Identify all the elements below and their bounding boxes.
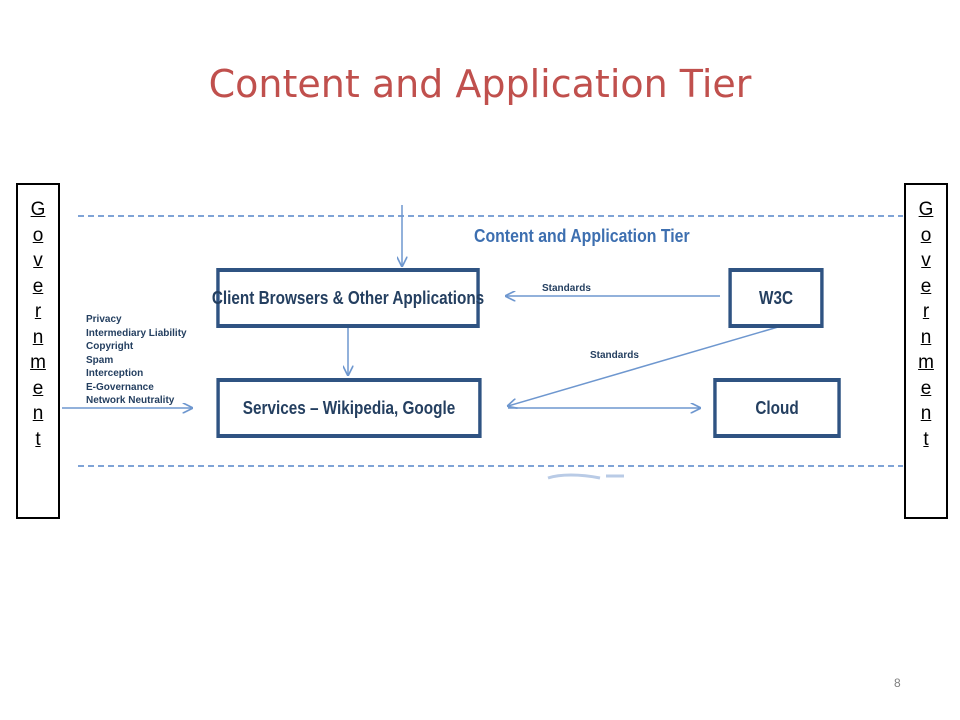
- government-letter: m: [918, 352, 934, 373]
- government-letter: t: [923, 428, 929, 450]
- government-letter: v: [33, 250, 43, 271]
- cloud-box: Cloud: [713, 378, 841, 438]
- government-letter: n: [920, 403, 932, 424]
- issue-item: E-Governance: [86, 381, 154, 393]
- government-letter: m: [30, 352, 46, 373]
- issue-item: Spam: [86, 354, 114, 366]
- issue-item: Interception: [86, 368, 144, 379]
- page-number: 8: [894, 676, 901, 690]
- government-letter: e: [920, 377, 932, 399]
- government-box-left: G o v e r n m e n t: [16, 183, 60, 519]
- government-letter: n: [32, 403, 44, 424]
- standards-label-top: Standards: [542, 283, 591, 294]
- government-letter: n: [32, 326, 44, 348]
- government-box-right: G o v e r n m e n t: [904, 183, 948, 519]
- government-letter: e: [32, 377, 44, 399]
- services-box: Services – Wikipedia, Google: [216, 378, 482, 438]
- government-letter: v: [921, 250, 931, 271]
- arrow-w3c-to-services: [508, 326, 779, 406]
- government-letter: G: [918, 199, 934, 220]
- w3c-label: W3C: [759, 287, 793, 308]
- government-letter: r: [922, 301, 930, 322]
- issue-item: Copyright: [86, 341, 134, 352]
- policy-issues-list: Privacy Intermediary Liability Copyright…: [86, 313, 187, 408]
- standards-label-diagonal: Standards: [590, 350, 639, 361]
- client-browsers-label: Client Browsers & Other Applications: [211, 287, 485, 308]
- government-letter: G: [30, 199, 46, 220]
- cloud-label: Cloud: [755, 397, 799, 418]
- slide-title: Content and Application Tier: [208, 62, 752, 106]
- government-letter: o: [32, 224, 44, 246]
- government-letter: o: [920, 224, 932, 246]
- w3c-box: W3C: [728, 268, 824, 328]
- issue-item: Network Neutrality: [86, 395, 175, 406]
- issue-item: Intermediary Liability: [86, 327, 187, 339]
- government-letter: r: [34, 301, 42, 322]
- tier-label: Content and Application Tier: [474, 226, 690, 246]
- lower-tier-label-fragment: [547, 473, 624, 480]
- government-letter: e: [32, 275, 44, 297]
- issue-item: Privacy: [86, 314, 122, 325]
- government-letter: n: [920, 326, 932, 348]
- government-letter: t: [35, 428, 41, 450]
- government-letter: e: [920, 275, 932, 297]
- services-label: Services – Wikipedia, Google: [242, 397, 456, 418]
- client-browsers-box: Client Browsers & Other Applications: [212, 268, 484, 328]
